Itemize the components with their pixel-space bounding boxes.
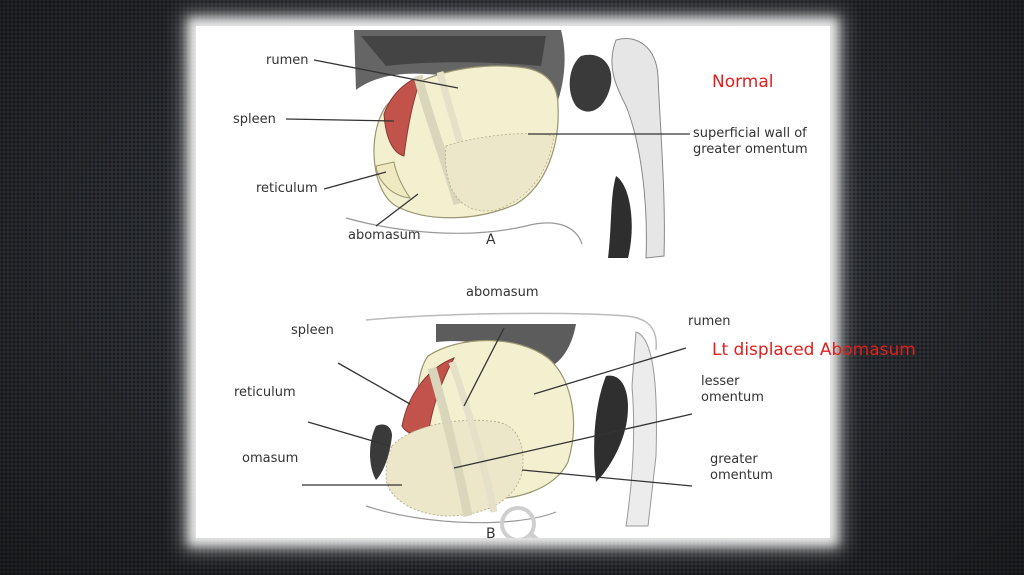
figure-a-spleen (383, 75, 423, 157)
annotation-normal: Normal (712, 72, 774, 92)
figure-b-hind-limb (625, 331, 657, 527)
figure-b-leader-lesser-omentum (453, 413, 693, 469)
figure-b-leader-greater-omentum (521, 469, 693, 487)
figure-b-leader-spleen (337, 362, 411, 405)
figure-a-hind-limb (611, 38, 665, 259)
figure-b-illustration (302, 312, 693, 538)
figure-a-flank-dark (608, 176, 632, 258)
figure-a-illustration (285, 30, 690, 259)
annotation-lt-displaced-abomasum: Lt displaced Abomasum (712, 340, 916, 360)
figure-a-leader-reticulum (323, 171, 387, 190)
figure-a-leader-abomasum (375, 193, 419, 227)
figure-a-reticulum (375, 161, 412, 199)
figure-b-label-abomasum: abomasum (466, 285, 539, 300)
figure-b-label-greater-omentum: greater omentum (710, 452, 773, 483)
figure-a-leader-spleen (285, 118, 395, 122)
figure-a-pelvis-dark (569, 54, 612, 112)
figure-a-omentum-stipple (445, 133, 555, 212)
figure-a-body-wall-shade (361, 36, 546, 66)
figure-b-leader-reticulum (307, 421, 391, 447)
figure-a-label-superficial-wall: superficial wall of greater omentum (693, 126, 808, 157)
figure-a-leader-rumen (313, 59, 459, 89)
figure-a-label-spleen: spleen (233, 112, 276, 127)
figure-b-omental-band-2 (448, 360, 498, 513)
figure-a-letter: A (486, 232, 496, 248)
figure-a-label-rumen: rumen (266, 53, 309, 68)
figure-b-ventral-contour (365, 505, 557, 524)
figure-b-label-spleen: spleen (291, 323, 334, 338)
figure-b-leader-rumen (533, 347, 687, 395)
figure-b-label-rumen: rumen (688, 314, 731, 329)
zoom-icon (500, 506, 536, 538)
figure-b-letter: B (486, 526, 496, 538)
figure-b-label-lesser-omentum: lesser omentum (701, 374, 764, 405)
figure-b-reticulum (370, 424, 392, 480)
figure-b-label-omasum: omasum (242, 451, 299, 466)
anatomy-figure-card: rumen spleen reticulum abomasum superfic… (196, 26, 830, 538)
figure-a-label-reticulum: reticulum (256, 181, 318, 196)
figure-b-omental-band-1 (427, 366, 473, 517)
figure-b-label-reticulum: reticulum (234, 385, 296, 400)
figure-a-ventral-contour (345, 217, 583, 245)
figure-b-leader-abomasum (463, 327, 505, 407)
figure-b-dorsal-line (365, 312, 657, 351)
figure-a-label-abomasum: abomasum (348, 228, 421, 243)
figure-b-flank-dark (594, 375, 628, 482)
